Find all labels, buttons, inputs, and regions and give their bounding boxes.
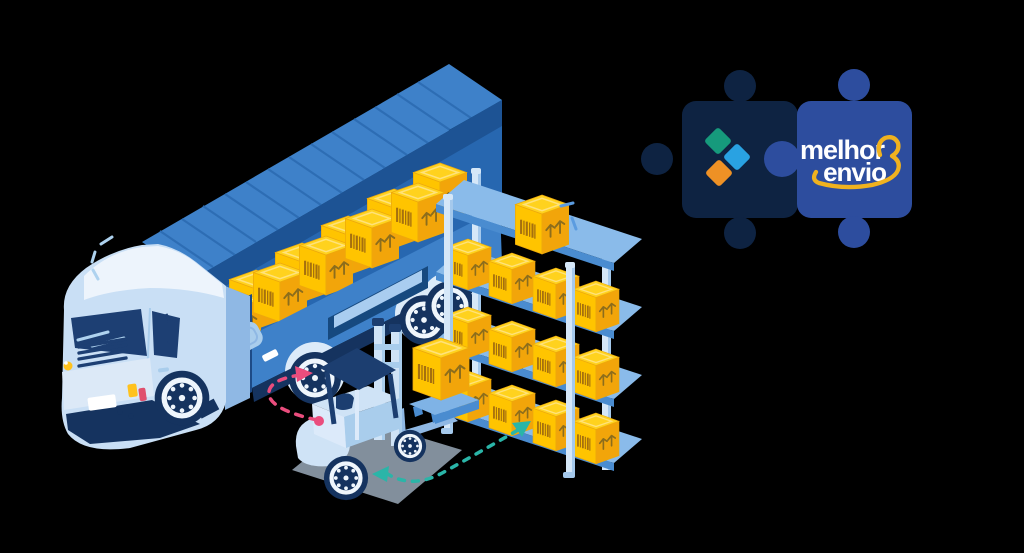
puzzle-knob [838, 216, 870, 248]
truck-cab [61, 244, 263, 450]
cab-door-window [152, 311, 180, 358]
right-marker-lamp [138, 387, 147, 402]
pink-motion-arrow [267, 366, 324, 426]
diamond-logo-icon [705, 128, 750, 186]
forklift-front-wheel [324, 456, 368, 500]
crate-motion-dashes [559, 201, 578, 231]
cab-roof [84, 246, 224, 300]
cargo-crate-icon [390, 181, 446, 243]
forklift-rear-wheel [392, 428, 428, 464]
trailer-roof-ribs [159, 81, 472, 268]
puzzle-knob [641, 143, 673, 175]
fog-light [128, 413, 134, 419]
cargo-crate-icon [344, 207, 400, 269]
cab-rear-panel [225, 286, 250, 410]
door-handle [158, 367, 169, 373]
puzzle-piece-melhor-envio: melhor envio [764, 69, 912, 248]
cargo-crate-icon [488, 252, 536, 305]
fog-light [117, 409, 123, 415]
puzzle-knob [764, 141, 800, 177]
warehouse-rack [436, 168, 642, 478]
puzzle-knob [724, 217, 756, 249]
cargo-crate-icon [514, 193, 570, 255]
left-headlight-glint [64, 361, 68, 365]
logo-word-melhor: melhor [800, 135, 886, 165]
puzzle-knob [838, 69, 870, 101]
puzzle-piece-platform [641, 70, 798, 249]
thumbs-up-swoosh-icon [811, 135, 901, 190]
trailer-marker [262, 349, 279, 362]
cargo-crate-icon [298, 234, 354, 296]
cargo-crate-icon [572, 348, 620, 401]
forklift-seat [336, 393, 354, 410]
cab-front-wheel [155, 371, 210, 426]
right-headlight [127, 383, 138, 398]
license-plate [87, 394, 117, 411]
side-mirror-icon [167, 320, 175, 344]
pallet [409, 390, 479, 424]
trailer-side-panel-inner [334, 270, 422, 328]
forklift-mast [372, 318, 402, 446]
integration-puzzle: melhor envio [641, 69, 912, 249]
melhor-envio-logo: melhor envio [800, 135, 901, 190]
rack-front-posts [441, 194, 575, 478]
puzzle-knob [724, 70, 756, 102]
trailer-interior-shadow [195, 100, 502, 291]
teal-motion-arrow [372, 421, 531, 483]
forklift-canopy [320, 348, 399, 440]
cargo-crate-icon [572, 280, 620, 333]
truck-motion-dashes [90, 235, 114, 281]
cargo-crate-icon [411, 336, 471, 402]
cargo-crate-icon [488, 320, 536, 373]
cargo-crate-icon [572, 412, 620, 465]
cargo-crate-icon [488, 384, 536, 437]
forklift [292, 318, 479, 504]
